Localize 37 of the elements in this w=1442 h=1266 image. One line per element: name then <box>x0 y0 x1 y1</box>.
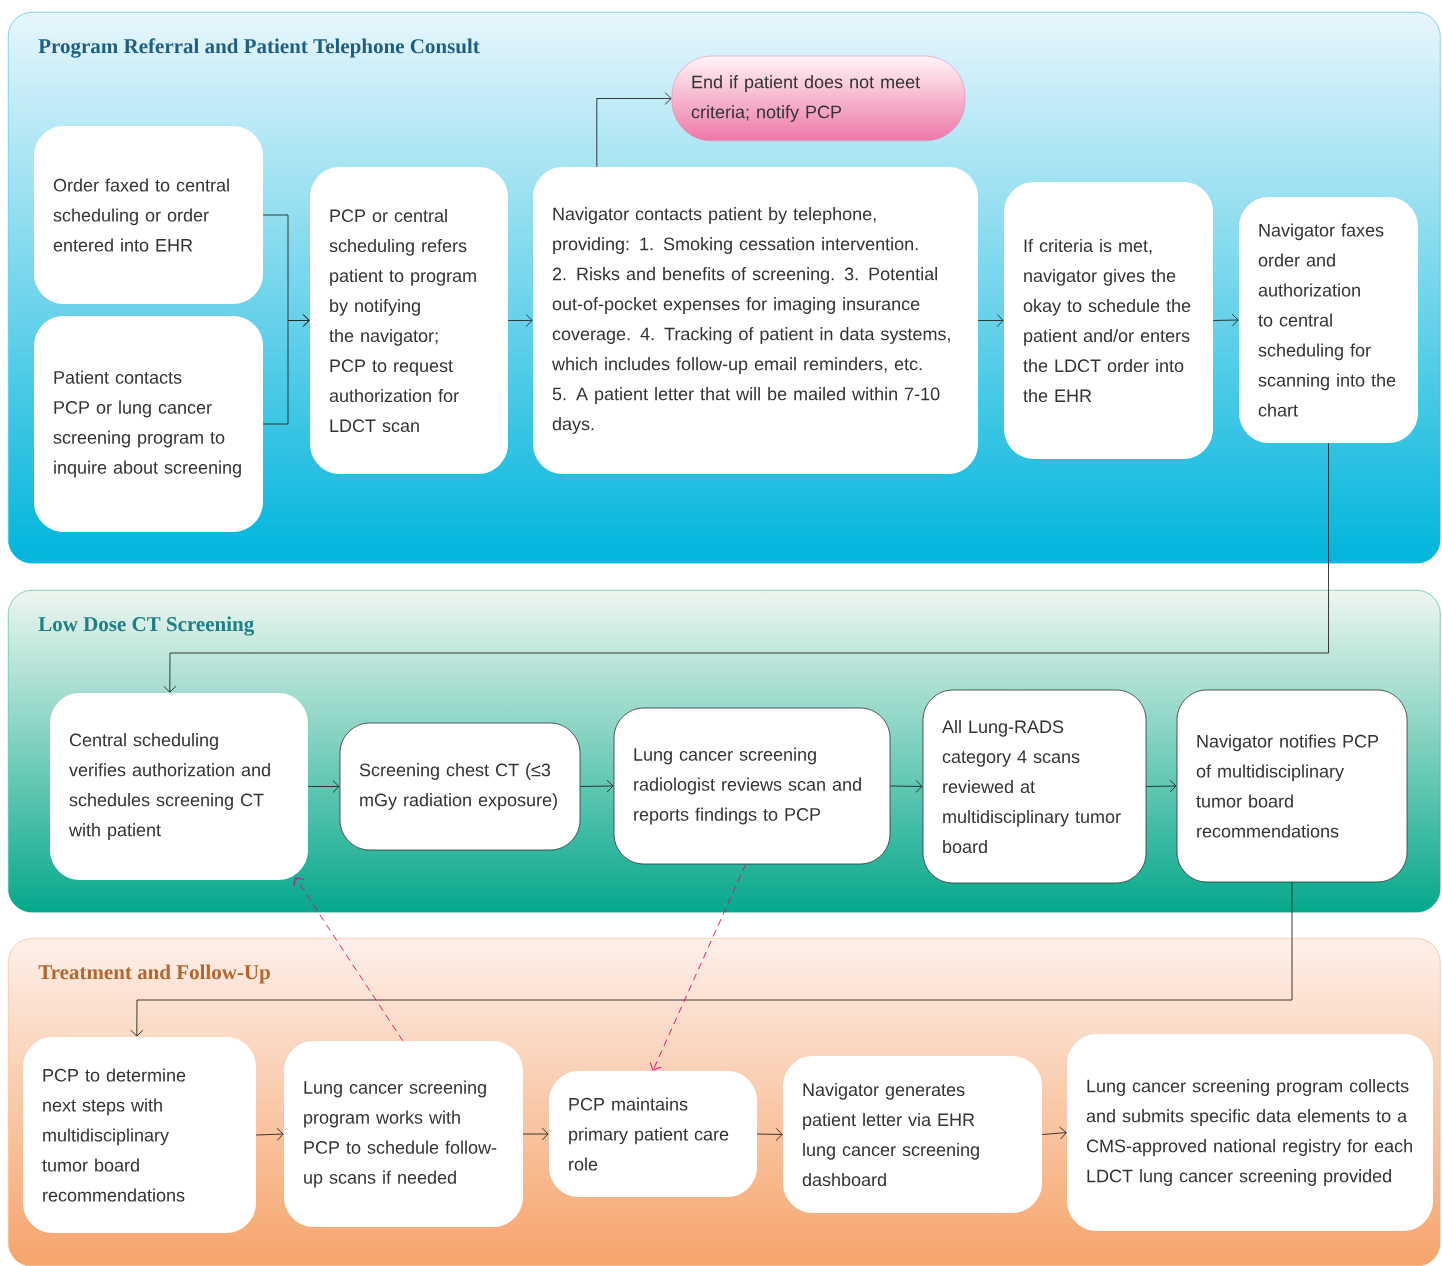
section-heading: Program Referral and Patient Telephone Consult <box>38 38 480 58</box>
arrow <box>522 1127 549 1141</box>
arrow <box>163 442 1329 693</box>
arrow <box>507 314 533 327</box>
arrow <box>307 780 340 793</box>
process-box: Order faxed to central scheduling or order entered into EHR <box>34 126 263 304</box>
process-box: All Lung-RADS category 4 scans reviewed at multidisciplinary tumor board <box>922 689 1147 884</box>
process-box: Lung cancer screening program collects and submits specific data elements to a CMS-approved national registry for each LDCT lung cancer screening provided <box>1067 1034 1433 1231</box>
arrow <box>1041 1126 1067 1140</box>
process-box: Patient contacts PCP or lung cancer screening program to inquire about screening <box>34 316 263 532</box>
process-box: Navigator faxes order and authorization to central scheduling for scanning into the chart <box>1239 197 1418 443</box>
process-box: Navigator notifies PCP of multidisciplinary tumor board recommendations <box>1176 689 1408 883</box>
end-box: End if patient does not meet criteria; notify PCP <box>671 55 966 142</box>
process-box: If criteria is met, navigator gives the okay to schedule the patient and/or enters the LDCT order into the EHR <box>1004 182 1213 459</box>
arrow <box>596 92 672 168</box>
arrow <box>1145 779 1177 793</box>
process-box: Lung cancer screening program works with PCP to schedule follow-up scans if needed <box>284 1041 523 1227</box>
process-box: PCP or central scheduling refers patient to program by notifying the navigator; PCP to request authorization for LDCT scan <box>310 167 508 474</box>
arrow <box>977 314 1004 327</box>
process-box: PCP maintains primary patient care role <box>549 1071 757 1197</box>
arrow <box>262 314 310 425</box>
process-box: PCP to determine next steps with multidisciplinary tumor board recommendations <box>23 1037 256 1233</box>
process-box: Lung cancer screening radiologist reviews scan and reports findings to PCP <box>613 707 891 865</box>
section-heading: Low Dose CT Screening <box>38 616 254 636</box>
arrow <box>579 779 614 793</box>
arrow <box>889 779 923 793</box>
arrow <box>1212 313 1239 327</box>
arrow <box>756 1127 783 1141</box>
section-heading: Treatment and Follow-Up <box>38 964 270 984</box>
arrow <box>255 1127 284 1141</box>
arrow <box>130 881 1293 1037</box>
process-box: Navigator generates patient letter via EHR lung cancer screening dashboard <box>783 1056 1042 1213</box>
arrow <box>649 863 747 1071</box>
process-box: Central scheduling verifies authorization and schedules screening CT with patient <box>50 693 308 880</box>
process-box: Screening chest CT (≤3 mGy radiation exposure) <box>339 722 581 851</box>
process-box: Navigator contacts patient by telephone, providing: 1. Smoking cessation intervention. 2. Risks and benefits of screening. 3. Potential out-of-pocket expenses for imaging insurance coverage. 4. Tracking of patient in data systems, which includes follow-up email reminders, etc. 5. A patient letter that will be mailed within 7-10 days. <box>533 167 978 474</box>
arrow <box>293 877 404 1042</box>
